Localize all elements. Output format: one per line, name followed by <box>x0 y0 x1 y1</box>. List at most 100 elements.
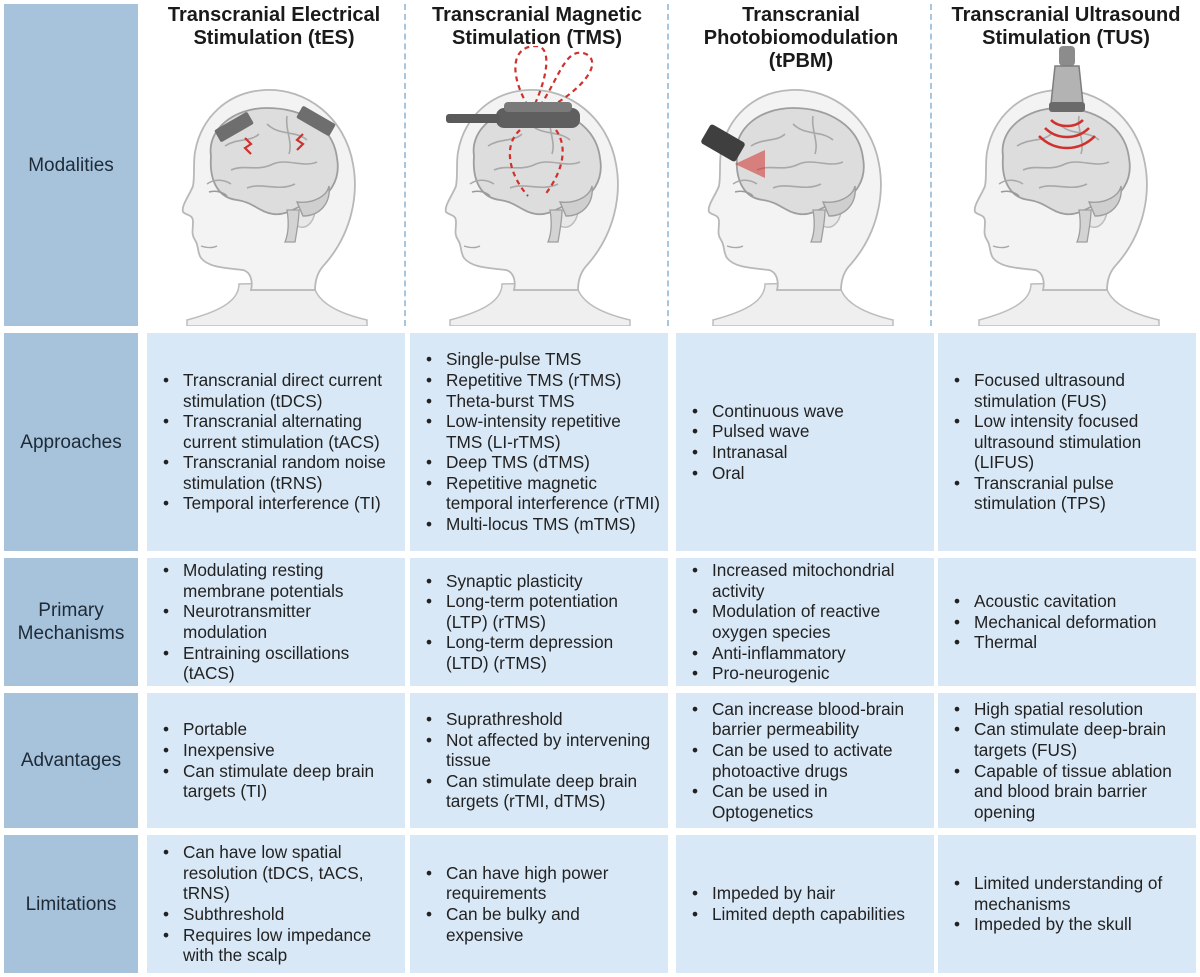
list-item: Inexpensive <box>163 740 397 761</box>
magnetic-field-icon <box>508 46 594 197</box>
list-item: High spatial resolution <box>954 699 1188 720</box>
row-label-modalities: Modalities <box>4 4 138 326</box>
list-item: Pro-neurogenic <box>692 663 926 684</box>
ultrasound-wave-icon <box>1038 119 1096 150</box>
bullet-list: Limited understanding of mechanismsImped… <box>938 873 1196 935</box>
list-item: Limited depth capabilities <box>692 904 905 925</box>
tms-head-illustration <box>410 46 664 326</box>
tms-coil-icon <box>446 102 580 128</box>
list-item: Can have high power requirements <box>426 863 660 904</box>
row-label-text: Modalities <box>28 154 114 176</box>
list-item: Portable <box>163 719 397 740</box>
cell-approaches-tus: Focused ultrasound stimulation (FUS)Low … <box>938 333 1196 551</box>
bullet-list: Continuous wavePulsed waveIntranasalOral <box>676 401 852 483</box>
list-item: Capable of tissue ablation and blood bra… <box>954 761 1188 823</box>
list-item: Impeded by hair <box>692 883 905 904</box>
list-item: Subthreshold <box>163 904 397 925</box>
list-item: Repetitive TMS (rTMS) <box>426 370 660 391</box>
cell-limitations-tms: Can have high power requirementsCan be b… <box>410 835 668 973</box>
row-label-primary-mechanisms: Primary Mechanisms <box>4 558 138 686</box>
bullet-list: PortableInexpensiveCan stimulate deep br… <box>147 719 405 801</box>
list-item: Transcranial random noise stimulation (t… <box>163 452 397 493</box>
cell-primary-mechanisms-tpbm: Increased mitochondrial activityModulati… <box>676 558 934 686</box>
bullet-list: Synaptic plasticityLong-term potentiatio… <box>410 571 668 674</box>
list-item: Can be used to activate photoactive drug… <box>692 740 926 781</box>
bullet-list: High spatial resolutionCan stimulate dee… <box>938 699 1196 823</box>
tpbm-head-illustration <box>701 46 927 326</box>
list-item: Single-pulse TMS <box>426 349 660 370</box>
list-item: Can have low spatial resolution (tDCS, t… <box>163 842 397 904</box>
bullet-list: Transcranial direct current stimulation … <box>147 370 405 514</box>
list-item: Transcranial pulse stimulation (TPS) <box>954 473 1188 514</box>
list-item: Long-term potentiation (LTP) (rTMS) <box>426 591 660 632</box>
column-divider <box>667 4 669 326</box>
cell-limitations-tpbm: Impeded by hairLimited depth capabilitie… <box>676 835 934 973</box>
list-item: Synaptic plasticity <box>426 571 660 592</box>
list-item: Transcranial direct current stimulation … <box>163 370 397 411</box>
list-item: Impeded by the skull <box>954 914 1188 935</box>
list-item: Deep TMS (dTMS) <box>426 452 660 473</box>
row-label-advantages: Advantages <box>4 693 138 828</box>
bullet-list: Single-pulse TMSRepetitive TMS (rTMS)The… <box>410 349 668 534</box>
cell-advantages-tms: SuprathresholdNot affected by intervenin… <box>410 693 668 828</box>
row-label-limitations: Limitations <box>4 835 138 973</box>
list-item: Increased mitochondrial activity <box>692 560 926 601</box>
cell-limitations-tes: Can have low spatial resolution (tDCS, t… <box>147 835 405 973</box>
list-item: Not affected by intervening tissue <box>426 730 660 771</box>
cell-primary-mechanisms-tes: Modulating resting membrane potentialsNe… <box>147 558 405 686</box>
list-item: Can stimulate deep brain targets (TI) <box>163 761 397 802</box>
bullet-list: SuprathresholdNot affected by intervenin… <box>410 709 668 812</box>
list-item: Limited understanding of mechanisms <box>954 873 1188 914</box>
bullet-list: Impeded by hairLimited depth capabilitie… <box>676 883 913 924</box>
cell-approaches-tms: Single-pulse TMSRepetitive TMS (rTMS)The… <box>410 333 668 551</box>
list-item: Mechanical deformation <box>954 612 1156 633</box>
list-item: Modulation of reactive oxygen species <box>692 601 926 642</box>
column-title-tms: Transcranial Magnetic Stimulation (TMS) <box>431 4 643 49</box>
list-item: Can stimulate deep-brain targets (FUS) <box>954 719 1188 760</box>
list-item: Acoustic cavitation <box>954 591 1156 612</box>
list-item: Anti-inflammatory <box>692 643 926 664</box>
list-item: Multi-locus TMS (mTMS) <box>426 514 660 535</box>
tus-head-illustration <box>935 46 1197 326</box>
cell-advantages-tpbm: Can increase blood-brain barrier permeab… <box>676 693 934 828</box>
list-item: Pulsed wave <box>692 421 844 442</box>
bullet-list: Increased mitochondrial activityModulati… <box>676 560 934 684</box>
ultrasound-transducer-icon <box>1049 46 1085 112</box>
bullet-list: Modulating resting membrane potentialsNe… <box>147 560 405 684</box>
row-label-approaches: Approaches <box>4 333 138 551</box>
cell-approaches-tes: Transcranial direct current stimulation … <box>147 333 405 551</box>
list-item: Long-term depression (LTD) (rTMS) <box>426 632 660 673</box>
list-item: Oral <box>692 463 844 484</box>
bullet-list: Can have high power requirementsCan be b… <box>410 863 668 945</box>
tes-head-illustration <box>147 46 401 326</box>
bullet-list: Can have low spatial resolution (tDCS, t… <box>147 842 405 966</box>
cell-advantages-tus: High spatial resolutionCan stimulate dee… <box>938 693 1196 828</box>
list-item: Low-intensity repetitive TMS (LI-rTMS) <box>426 411 660 452</box>
cell-primary-mechanisms-tus: Acoustic cavitationMechanical deformatio… <box>938 558 1196 686</box>
list-item: Continuous wave <box>692 401 844 422</box>
list-item: Focused ultrasound stimulation (FUS) <box>954 370 1188 411</box>
list-item: Intranasal <box>692 442 844 463</box>
row-label-text: Advantages <box>20 750 122 771</box>
list-item: Repetitive magnetic temporal interferenc… <box>426 473 660 514</box>
bullet-list: Focused ultrasound stimulation (FUS)Low … <box>938 370 1196 514</box>
light-beam-icon <box>735 150 765 178</box>
list-item: Can be used in Optogenetics <box>692 781 926 822</box>
column-divider <box>930 4 932 326</box>
list-item: Theta-burst TMS <box>426 391 660 412</box>
row-label-text: Limitations <box>25 893 117 915</box>
list-item: Can stimulate deep brain targets (rTMI, … <box>426 771 660 812</box>
column-divider <box>404 4 406 326</box>
bullet-list: Acoustic cavitationMechanical deformatio… <box>938 591 1164 653</box>
bullet-list: Can increase blood-brain barrier permeab… <box>676 699 934 823</box>
list-item: Modulating resting membrane potentials <box>163 560 397 601</box>
list-item: Neurotransmitter modulation <box>163 601 397 642</box>
light-source-icon <box>701 124 745 162</box>
column-title-tpbm: Transcranial Photobiomodulation (tPBM) <box>703 4 899 72</box>
cell-approaches-tpbm: Continuous wavePulsed waveIntranasalOral <box>676 333 934 551</box>
cell-advantages-tes: PortableInexpensiveCan stimulate deep br… <box>147 693 405 828</box>
list-item: Entraining oscillations (tACS) <box>163 643 397 684</box>
list-item: Temporal interference (TI) <box>163 493 397 514</box>
list-item: Can be bulky and expensive <box>426 904 660 945</box>
list-item: Requires low impedance with the scalp <box>163 925 397 966</box>
